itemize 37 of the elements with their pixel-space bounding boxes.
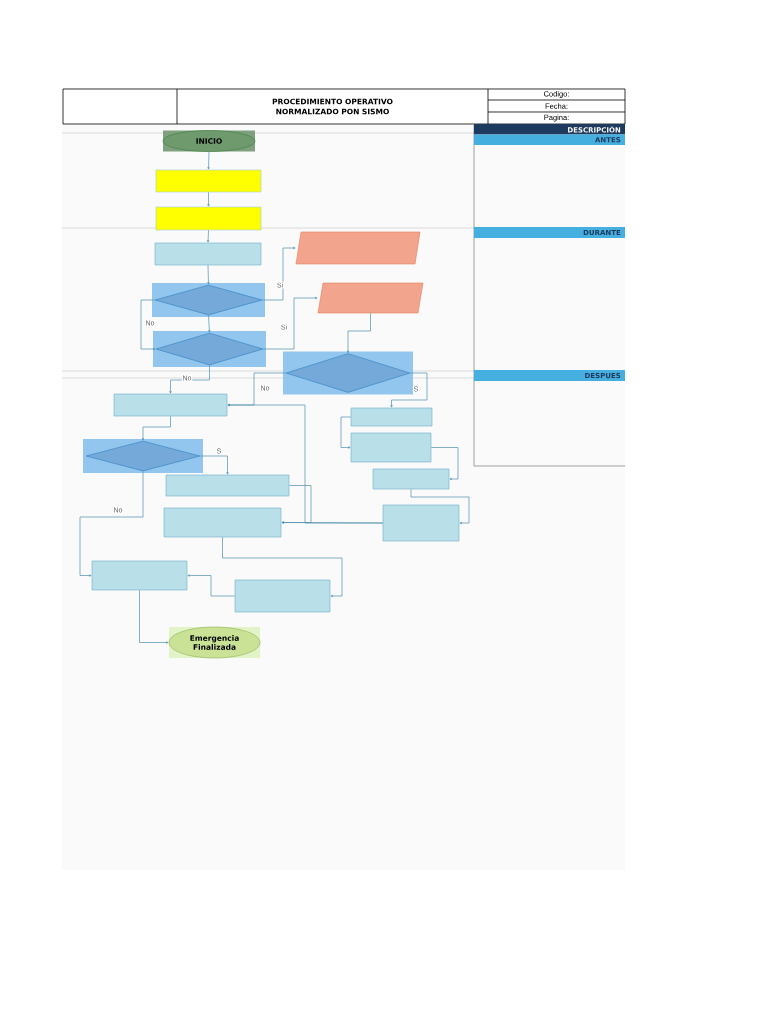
process-box (350, 407, 433, 427)
process-box (113, 393, 228, 417)
arrow (222, 536, 343, 598)
arrow (140, 299, 156, 351)
process-box (382, 504, 460, 542)
arrow (208, 314, 211, 333)
arrow (206, 229, 210, 243)
process-box (154, 242, 262, 266)
arrow (410, 488, 470, 525)
arrow (187, 574, 236, 597)
process-box (155, 169, 262, 193)
data-parallelogram (317, 282, 424, 314)
process-box (372, 468, 450, 490)
process-box (350, 432, 432, 463)
process-box (163, 507, 282, 538)
arrow (262, 296, 318, 350)
arrow (139, 589, 169, 644)
arrow (430, 447, 459, 481)
arrow (261, 246, 296, 301)
arrow (169, 364, 210, 394)
arrow (207, 191, 210, 207)
process-box (234, 579, 331, 613)
decision-diamond (285, 353, 411, 393)
process-box (165, 474, 290, 497)
arrow (390, 372, 428, 408)
arrow (227, 403, 384, 524)
arrow (340, 416, 352, 449)
data-parallelogram (295, 231, 421, 265)
arrow (207, 264, 210, 285)
arrow (281, 485, 312, 524)
arrow (79, 470, 144, 577)
process-box (155, 206, 262, 231)
process-box (91, 560, 188, 591)
arrow (199, 455, 229, 475)
arrow (141, 415, 171, 441)
arrow (207, 151, 210, 170)
arrow (346, 312, 371, 353)
